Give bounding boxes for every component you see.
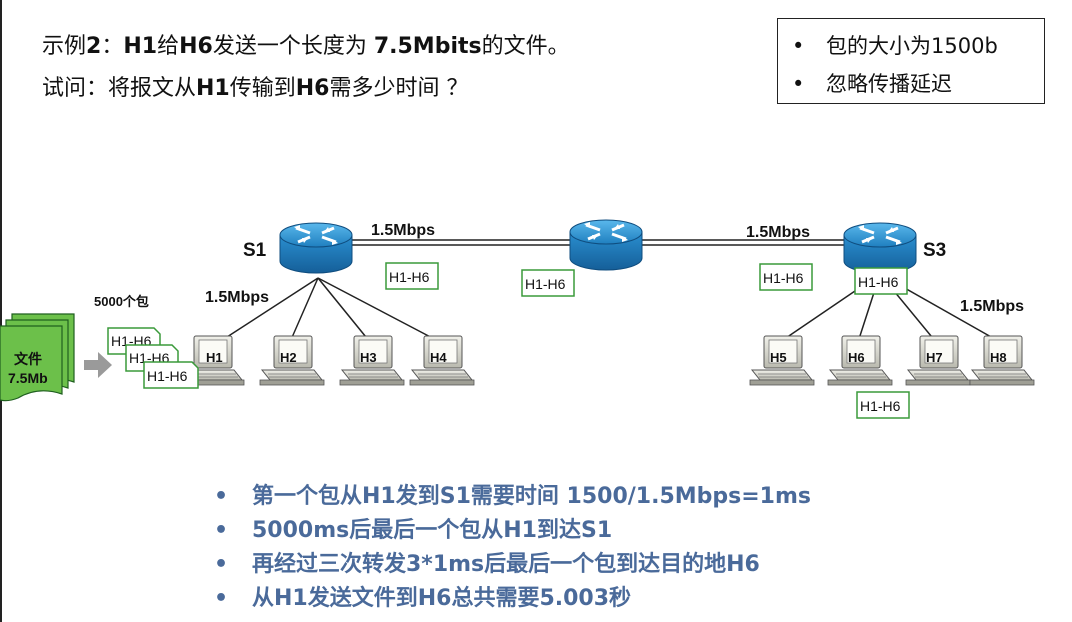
host-label: H8 xyxy=(990,350,1007,365)
host-label: H2 xyxy=(280,350,297,365)
list-bullet: • xyxy=(214,586,229,611)
file-stack-icon xyxy=(0,313,75,402)
q1-colon: ： xyxy=(101,34,124,59)
q2-h1: H1 xyxy=(196,76,230,101)
q2-tail: 需多少时间 ？ xyxy=(329,76,469,101)
q1-mid1: 给 xyxy=(157,34,180,59)
packet-stack-3: H1-H6 xyxy=(143,361,199,389)
note-item: • 包的大小为1500b xyxy=(792,27,1044,65)
link-speed-label: 1.5Mbps xyxy=(746,224,810,241)
list-item-text: 再经过三次转发3*1ms后最后一个包到达目的地H6 xyxy=(252,552,760,577)
q2-mid: 传输到 xyxy=(229,76,296,101)
q2-prefix: 试问：将报文从 xyxy=(42,76,197,101)
packet-label: H1-H6 xyxy=(763,270,804,286)
packet-label: H1-H6 xyxy=(389,269,430,285)
list-bullet: • xyxy=(214,484,229,509)
host-h3: H3 xyxy=(339,335,405,386)
host-label: H5 xyxy=(770,350,787,365)
host-label: H6 xyxy=(848,350,865,365)
router-s3-icon xyxy=(842,221,918,275)
host-label: H7 xyxy=(926,350,943,365)
file-label: 文件 xyxy=(14,351,42,367)
host-h4: H4 xyxy=(409,335,475,386)
host-h7: H7 xyxy=(905,335,971,386)
packet-label: H1-H6 xyxy=(525,276,566,292)
note-text: 包的大小为1500b xyxy=(826,34,998,58)
note-text: 忽略传播延迟 xyxy=(826,72,952,96)
note-item: • 忽略传播延迟 xyxy=(792,65,1044,103)
q2-h6: H6 xyxy=(295,76,330,101)
q1-h1: H1 xyxy=(123,34,158,59)
switch-label-s1: S1 xyxy=(243,240,267,261)
link-speed-label: 1.5Mbps xyxy=(960,298,1024,315)
list-item: • 再经过三次转发3*1ms后最后一个包到达目的地H6 xyxy=(214,548,811,582)
question-line-1: 示例2：H1给H6发送一个长度为 7.5Mbits的文件。 xyxy=(42,28,570,60)
link-speed-label: 1.5Mbps xyxy=(205,289,269,306)
q1-num: 2 xyxy=(86,34,102,59)
host-label: H4 xyxy=(430,350,447,365)
q1-tail: 的文件。 xyxy=(481,34,570,59)
note-bullet: • xyxy=(792,72,805,96)
list-item-text: 第一个包从H1发到S1需要时间 1500/1.5Mbps=1ms xyxy=(252,484,812,509)
list-item-text: 从H1发送文件到H6总共需要5.003秒 xyxy=(252,586,632,611)
explanation-list: • 第一个包从H1发到S1需要时间 1500/1.5Mbps=1ms • 5000m… xyxy=(214,480,811,616)
router-s2-icon xyxy=(568,218,644,272)
host-label: H3 xyxy=(360,350,377,365)
send-arrow-icon xyxy=(84,352,112,378)
list-item: • 第一个包从H1发到S1需要时间 1500/1.5Mbps=1ms xyxy=(214,480,811,514)
packet-stack-2: H1-H6 xyxy=(125,344,179,372)
host-h2: H2 xyxy=(259,335,325,386)
q1-size: 7.5Mbits xyxy=(373,34,482,59)
switch-label-s3: S3 xyxy=(923,240,946,261)
packet-stack: H1-H6 H1-H6 H1-H6 xyxy=(107,327,199,389)
packet-label: H1-H6 xyxy=(858,274,899,290)
notes-box: • 包的大小为1500b • 忽略传播延迟 xyxy=(777,18,1045,104)
list-bullet: • xyxy=(214,552,229,577)
packet-label: H1-H6 xyxy=(860,398,901,414)
slide-left-border xyxy=(0,0,2,622)
question-line-2: 试问：将报文从H1传输到H6需多少时间 ？ xyxy=(42,70,469,102)
host-h6: H6 xyxy=(827,335,893,386)
host-h1: H1 xyxy=(179,335,245,386)
host-h5: H5 xyxy=(749,335,815,386)
host-h8: H8 xyxy=(969,335,1035,386)
packet-on-s1-link: H1-H6 xyxy=(385,262,439,290)
packet-count-label: 5000个包 xyxy=(94,294,149,309)
router-s1-icon xyxy=(278,221,354,275)
network-diagram: S1 S3 1.5Mbps 1.5Mbps 1.5Mbps 1.5Mbps H1… xyxy=(0,218,1035,419)
q1-mid2: 发送一个长度为 xyxy=(212,34,374,59)
backbone-link-s2-s3 xyxy=(640,239,846,246)
packet-at-s3: H1-H6 xyxy=(854,267,908,295)
link-speed-label: 1.5Mbps xyxy=(371,222,435,239)
list-item: • 5000ms后最后一个包从H1到达S1 xyxy=(214,514,811,548)
packet-label: H1-H6 xyxy=(147,368,188,384)
list-bullet: • xyxy=(214,518,229,543)
backbone-link-s1-s2 xyxy=(350,239,572,246)
host-label: H1 xyxy=(206,350,223,365)
file-size-label: 7.5Mb xyxy=(8,370,48,386)
packet-on-s3-link: H1-H6 xyxy=(759,263,813,291)
packet-at-s2: H1-H6 xyxy=(521,269,575,297)
list-item-text: 5000ms后最后一个包从H1到达S1 xyxy=(252,518,613,543)
note-bullet: • xyxy=(792,34,805,58)
list-item: • 从H1发送文件到H6总共需要5.003秒 xyxy=(214,582,811,616)
packet-at-h6: H1-H6 xyxy=(856,391,910,419)
q1-prefix: 示例 xyxy=(42,34,87,59)
q1-h6: H6 xyxy=(179,34,213,59)
